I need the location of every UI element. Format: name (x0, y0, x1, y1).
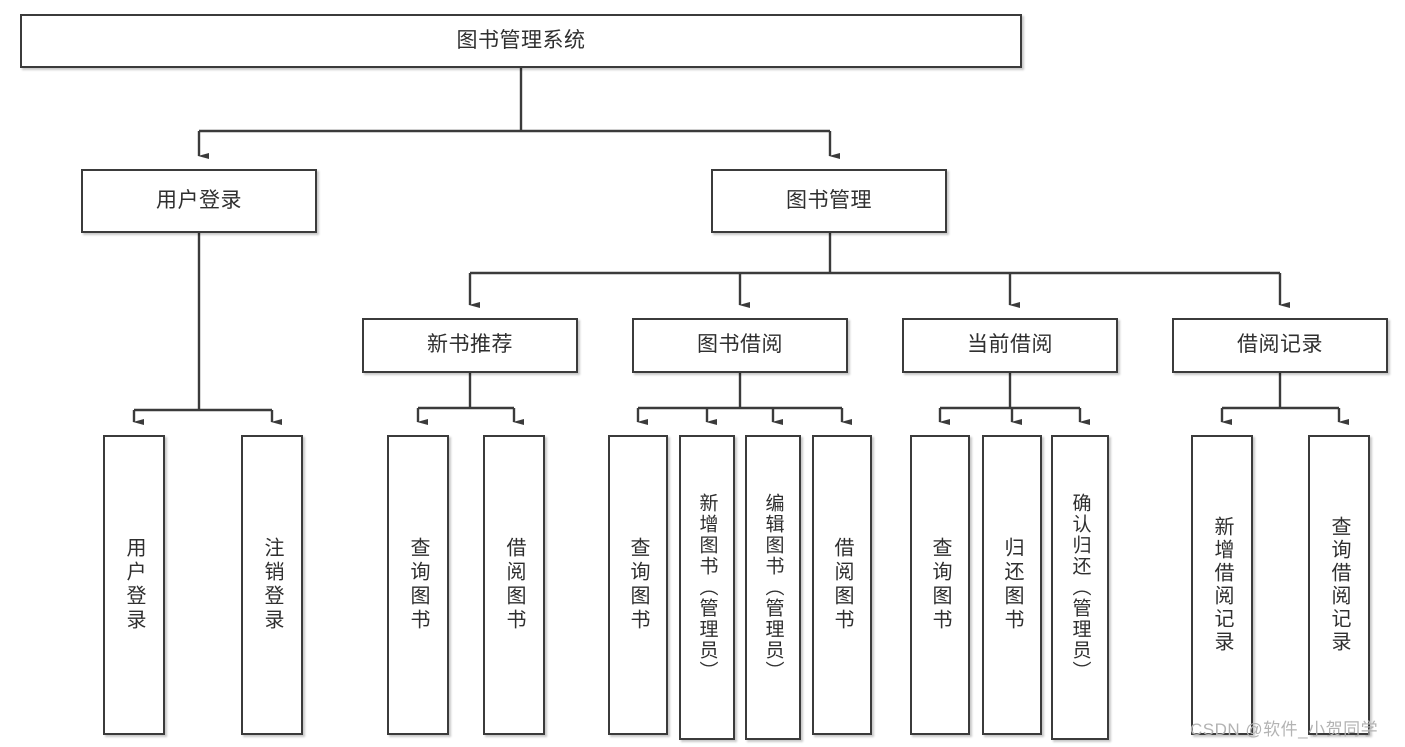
node-leaf-rec-query-label: 查询借阅记录 (1328, 516, 1350, 654)
node-leaf-rec-borrow-book-label: 借阅图书 (503, 537, 525, 633)
node-root[interactable]: 图书管理系统 (20, 14, 1022, 68)
node-leaf-cur-confirm-return[interactable]: 确认归还（管理员） (1051, 435, 1109, 740)
node-leaf-cur-return-book[interactable]: 归还图书 (982, 435, 1042, 735)
node-leaf-borrow-add-book-label: 新增图书（管理员） (696, 493, 718, 682)
node-leaf-user-logout[interactable]: 注销登录 (241, 435, 303, 735)
node-leaf-rec-borrow-book[interactable]: 借阅图书 (483, 435, 545, 735)
node-leaf-borrow-borrow-book[interactable]: 借阅图书 (812, 435, 872, 735)
node-leaf-borrow-query-book-label: 查询图书 (627, 537, 649, 633)
node-leaf-cur-confirm-return-label: 确认归还（管理员） (1069, 493, 1091, 682)
node-borrow-record-label: 借阅记录 (1237, 333, 1323, 357)
node-user-login[interactable]: 用户登录 (81, 169, 317, 233)
node-leaf-rec-query-book-label: 查询图书 (407, 537, 429, 633)
node-leaf-user-login-label: 用户登录 (123, 537, 145, 633)
node-leaf-rec-add-label: 新增借阅记录 (1211, 516, 1233, 654)
node-leaf-user-login[interactable]: 用户登录 (103, 435, 165, 735)
node-borrow-record[interactable]: 借阅记录 (1172, 318, 1388, 373)
node-book-manage-label: 图书管理 (786, 188, 872, 212)
node-leaf-borrow-query-book[interactable]: 查询图书 (608, 435, 668, 735)
node-leaf-rec-add[interactable]: 新增借阅记录 (1191, 435, 1253, 735)
node-leaf-borrow-edit-book[interactable]: 编辑图书（管理员） (745, 435, 801, 740)
node-new-book-rec-label: 新书推荐 (427, 333, 513, 357)
node-user-login-label: 用户登录 (156, 188, 242, 212)
node-leaf-cur-query-book-label: 查询图书 (929, 537, 951, 633)
node-leaf-borrow-borrow-book-label: 借阅图书 (831, 537, 853, 633)
node-leaf-borrow-edit-book-label: 编辑图书（管理员） (762, 493, 784, 682)
node-leaf-cur-query-book[interactable]: 查询图书 (910, 435, 970, 735)
node-book-manage[interactable]: 图书管理 (711, 169, 947, 233)
node-leaf-cur-return-book-label: 归还图书 (1001, 537, 1023, 633)
node-leaf-rec-query[interactable]: 查询借阅记录 (1308, 435, 1370, 735)
node-book-borrow[interactable]: 图书借阅 (632, 318, 848, 373)
node-current-borrow-label: 当前借阅 (967, 333, 1053, 357)
node-new-book-rec[interactable]: 新书推荐 (362, 318, 578, 373)
node-leaf-rec-query-book[interactable]: 查询图书 (387, 435, 449, 735)
node-root-label: 图书管理系统 (456, 28, 586, 52)
node-leaf-borrow-add-book[interactable]: 新增图书（管理员） (679, 435, 735, 740)
node-current-borrow[interactable]: 当前借阅 (902, 318, 1118, 373)
csdn-watermark: CSDN @软件_小贺同学 (1190, 720, 1379, 739)
node-leaf-user-logout-label: 注销登录 (261, 537, 283, 633)
node-book-borrow-label: 图书借阅 (697, 333, 783, 357)
